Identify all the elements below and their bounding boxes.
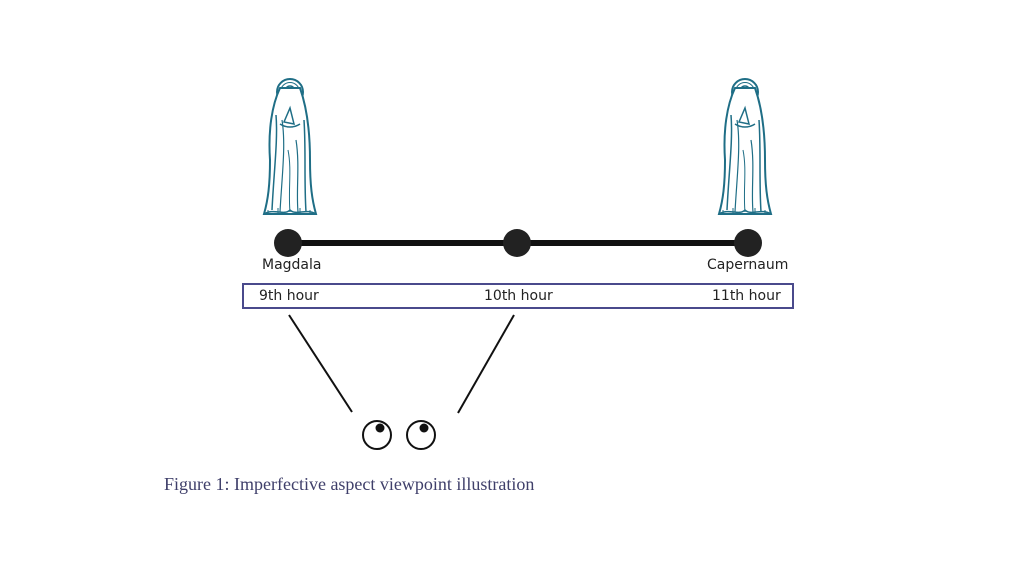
hour-label: 9th hour bbox=[259, 288, 319, 304]
eyes-icon bbox=[362, 420, 436, 450]
place-label-start: Magdala bbox=[262, 257, 322, 273]
hours-box: 9th hour 10th hour 11th hour bbox=[242, 283, 794, 309]
timeline-point-start bbox=[274, 229, 302, 257]
hour-label: 10th hour bbox=[484, 288, 553, 304]
hour-label: 11th hour bbox=[712, 288, 781, 304]
timeline-point-middle bbox=[503, 229, 531, 257]
praying-madonna-icon bbox=[718, 78, 772, 215]
praying-madonna-icon bbox=[263, 78, 317, 215]
viewpoint-line-right bbox=[457, 314, 515, 414]
viewpoint-line-left bbox=[288, 314, 353, 413]
timeline-point-end bbox=[734, 229, 762, 257]
place-label-end: Capernaum bbox=[707, 257, 789, 273]
figure-caption: Figure 1: Imperfective aspect viewpoint … bbox=[164, 474, 535, 494]
